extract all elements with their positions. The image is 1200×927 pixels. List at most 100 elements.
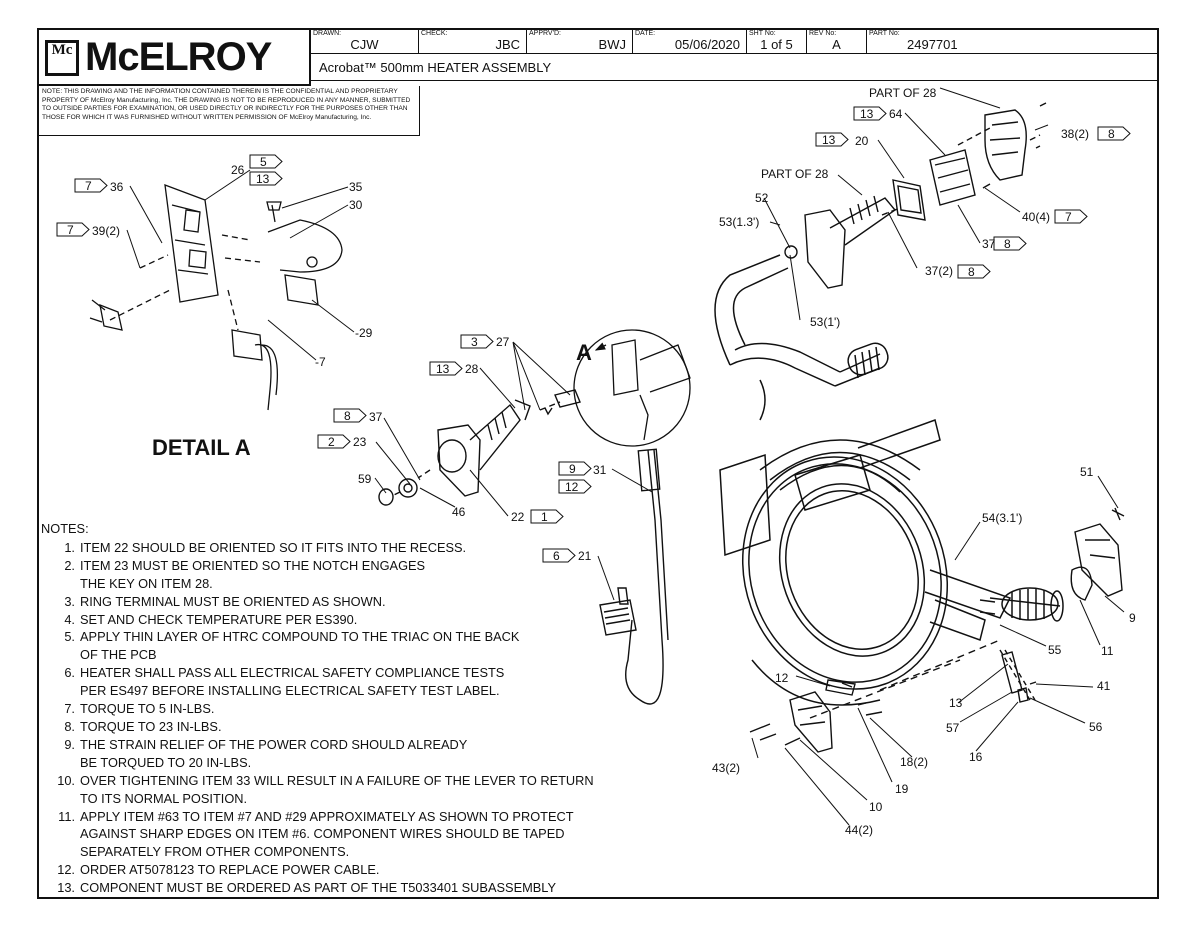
note-number (41, 790, 80, 808)
callout-39: 39(2) (92, 224, 120, 238)
callout-30: 30 (349, 198, 363, 212)
callout-21: 21 (578, 549, 592, 563)
callout-part28a: PART OF 28 (869, 86, 937, 100)
power-cord (599, 448, 669, 705)
callout-38: 38(2) (1061, 127, 1089, 141)
note-row: 5.APPLY THIN LAYER OF HTRC COMPOUND TO T… (41, 628, 594, 646)
callout-31: 31 (593, 463, 607, 477)
note-row: TO ITS NORMAL POSITION. (41, 790, 594, 808)
note-number: 2. (64, 557, 75, 573)
note-number: 3. (64, 593, 75, 609)
flag-26a: 5 (260, 155, 267, 169)
flag-39: 7 (67, 223, 74, 237)
callout-37a: 37 (369, 410, 383, 424)
note-number (41, 646, 80, 664)
note-text: ORDER AT5078123 TO REPLACE POWER CABLE. (80, 862, 380, 878)
item-callouts: 36 39(2) 26 35 30 -29 -7 27 28 37 23 59 … (92, 86, 1136, 837)
note-number (41, 682, 80, 700)
detail-a-exploded (89, 184, 343, 411)
notes-list: 1.ITEM 22 SHOULD BE ORIENTED SO IT FITS … (41, 539, 594, 897)
callout-56: 56 (1089, 720, 1103, 734)
note-row: 6. HEATER SHALL PASS ALL ELECTRICAL SAFET… (41, 664, 594, 682)
logo-text: McELROY (85, 35, 272, 79)
note-row: 2.ITEM 23 MUST BE ORIENTED SO THE NOTCH … (41, 557, 594, 575)
note-text: AGAINST SHARP EDGES ON ITEM #6. COMPONEN… (80, 826, 565, 842)
title-block: Mc McELROY DRAWN: CJW CHECK: JBC APPRV'D… (39, 30, 1159, 90)
note-row: BE TORQUED TO 20 IN-LBS. (41, 754, 594, 772)
heater-handle (714, 254, 1064, 622)
callout-16: 16 (969, 750, 983, 764)
note-text: HEATER SHALL PASS ALL ELECTRICAL SAFETY … (80, 665, 505, 681)
check-value: JBC (495, 37, 520, 52)
note-number: 11. (58, 808, 75, 824)
sheet-value: 1 of 5 (760, 37, 793, 52)
apprvd-cell: APPRV'D: BWJ (527, 30, 633, 54)
apprvd-value: BWJ (598, 37, 626, 52)
part-label: PART No: (869, 30, 900, 37)
note-row: 11. APPLY ITEM #63 TO ITEM #7 AND #29 APP… (41, 808, 594, 826)
date-cell: DATE: 05/06/2020 (633, 30, 747, 54)
leader-lines (126, 87, 1125, 826)
upper-right-exploded (784, 102, 1047, 289)
rev-value: A (832, 37, 841, 52)
note-number: 12. (57, 862, 75, 878)
drawing-sheet: Mc McELROY DRAWN: CJW CHECK: JBC APPRV'D… (37, 28, 1159, 899)
callout-51: 51 (1080, 465, 1094, 479)
flag-27: 3 (471, 335, 478, 349)
note-text: OVER TIGHTENING ITEM 33 WILL RESULT IN A… (80, 772, 594, 788)
flag-37b: 8 (1004, 237, 1011, 251)
callout-flags (56, 106, 1131, 563)
note-row: 12. ORDER AT5078123 TO REPLACE POWER CABL… (41, 861, 594, 879)
flag-23: 2 (328, 435, 335, 449)
drawn-value: CJW (350, 37, 379, 52)
note-row: THE KEY ON ITEM 28. (41, 575, 594, 593)
note-text: TORQUE TO 5 IN-LBS. (80, 701, 215, 717)
note-number: 10. (57, 772, 75, 788)
rev-label: REV No: (809, 30, 837, 37)
note-text: APPLY ITEM #63 TO ITEM #7 AND #29 APPROX… (80, 808, 574, 824)
callout-54: 54(3.1') (982, 511, 1022, 525)
note-number: 6. (64, 665, 75, 681)
detail-a-label: DETAIL A (152, 435, 251, 460)
flag-31a: 9 (569, 462, 576, 476)
drawing-title-row: Acrobat™ 500mm HEATER ASSEMBLY (311, 54, 1159, 81)
note-text: TO ITS NORMAL POSITION. (80, 790, 248, 806)
apprvd-label: APPRV'D: (529, 30, 561, 37)
note-number: 5. (64, 629, 75, 645)
note-row: OF THE PCB (41, 646, 594, 664)
check-label: CHECK: (421, 30, 448, 37)
callout-part28b: PART OF 28 (761, 167, 829, 181)
flag-22: 1 (541, 510, 548, 524)
callout-35: 35 (349, 180, 363, 194)
note-row: 7.TORQUE TO 5 IN-LBS. (41, 700, 594, 718)
notes-section: NOTES: 1.ITEM 22 SHOULD BE ORIENTED SO I… (41, 520, 594, 897)
callout-53a: 53(1.3') (719, 215, 759, 229)
date-value: 05/06/2020 (674, 37, 740, 52)
callout-59: 59 (358, 472, 372, 486)
heater-ring (719, 419, 1012, 706)
callout-41: 41 (1097, 679, 1111, 693)
callout-9: 9 (1129, 611, 1136, 625)
callout-12: 12 (775, 671, 789, 685)
callout-44: 44(2) (845, 823, 873, 837)
callout-64: 64 (889, 107, 903, 121)
callout-10: 10 (869, 800, 883, 814)
flag-28: 13 (436, 362, 450, 376)
date-label: DATE: (635, 30, 656, 37)
note-number: 1. (64, 539, 75, 555)
note-text: SET AND CHECK TEMPERATURE PER ES390. (80, 611, 358, 627)
flag-31b: 12 (565, 480, 579, 494)
confidential-note: NOTE: THIS DRAWING AND THE INFORMATION C… (39, 86, 420, 136)
note-text: PER ES497 BEFORE INSTALLING ELECTRICAL S… (80, 683, 500, 699)
flag-36: 7 (85, 179, 92, 193)
callout-40: 40(4) (1022, 210, 1050, 224)
callout-23: 23 (353, 435, 367, 449)
note-number (41, 825, 80, 843)
callout-28: 28 (465, 362, 479, 376)
note-text: SEPARATELY FROM OTHER COMPONENTS. (80, 844, 350, 860)
drawing-title: Acrobat™ 500mm HEATER ASSEMBLY (319, 60, 552, 75)
note-row: 4.SET AND CHECK TEMPERATURE PER ES390. (41, 611, 594, 629)
callout-19: 19 (895, 782, 909, 796)
note-text: BE TORQUED TO 20 IN-LBS. (80, 754, 252, 770)
